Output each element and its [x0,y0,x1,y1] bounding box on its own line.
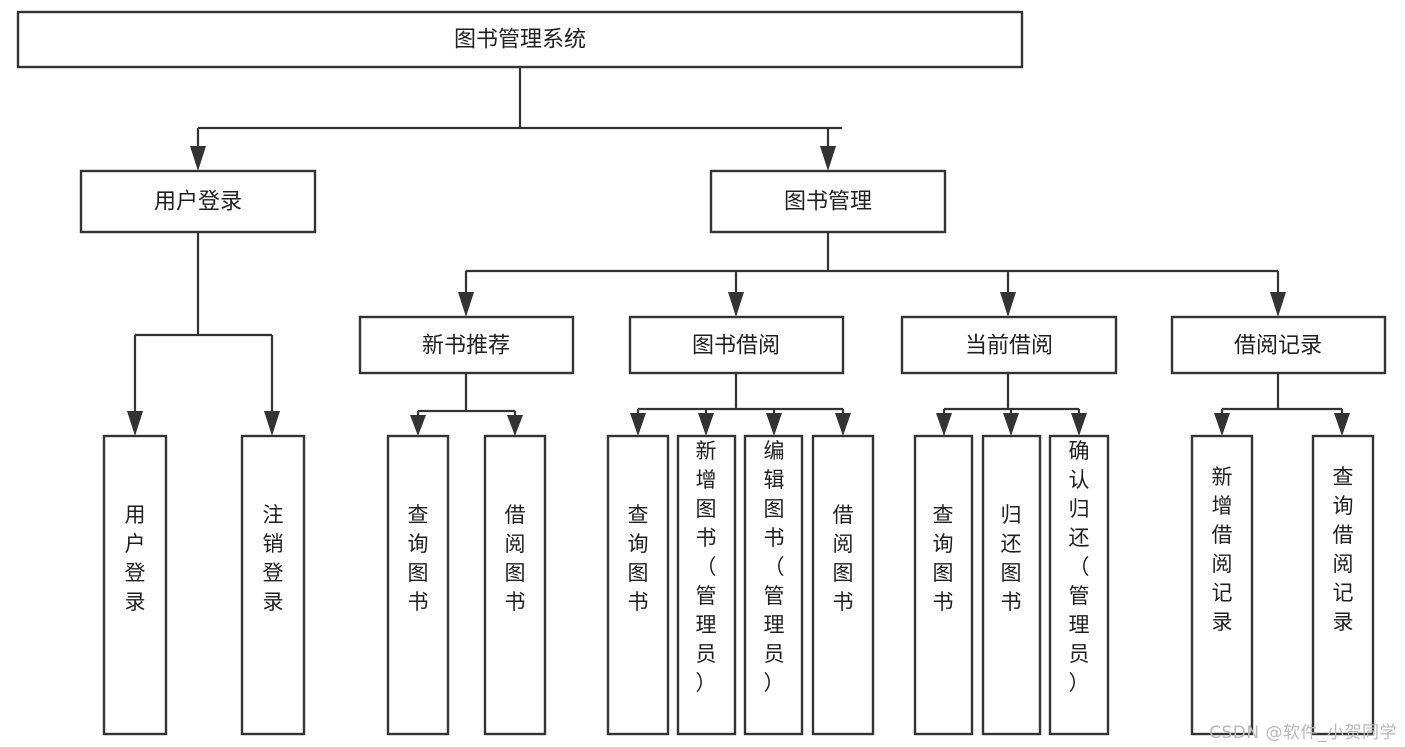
arrow-bookmgmt-records [1270,292,1286,317]
arrow-login-leaf2 [264,411,280,436]
node-login-box[interactable] [79,169,317,234]
node-borrow[interactable]: 图书借阅 [628,315,845,375]
node-leaf13-box[interactable] [1311,434,1375,736]
edge-group-login [127,232,280,436]
arrow-bookmgmt-current [1000,292,1016,317]
arrow-newbook-leaf4 [507,415,523,436]
node-records[interactable]: 借阅记录 [1170,315,1387,375]
node-leaf2-box[interactable] [240,434,306,736]
node-leaf12[interactable]: 新增借阅记录 [1190,434,1254,736]
node-leaf10[interactable]: 归还图书 [981,434,1042,736]
node-records-label: 借阅记录 [1234,334,1322,359]
node-leaf9-box[interactable] [913,434,974,736]
node-leaf12-label: 新增借阅记录 [1212,465,1233,634]
node-current-label: 当前借阅 [965,334,1053,359]
node-bookmgmt[interactable]: 图书管理 [709,169,947,234]
node-leaf8-box[interactable] [811,434,875,736]
node-leaf7[interactable]: 编辑图书（管理员） [743,434,804,736]
node-login[interactable]: 用户登录 [79,169,317,234]
node-leaf6[interactable]: 新增图书（管理员） [676,434,737,736]
node-root-label: 图书管理系统 [454,28,586,53]
edge-group-current [936,373,1087,436]
arrow-bookmgmt-borrow [728,292,744,317]
node-leaf9[interactable]: 查询图书 [913,434,974,736]
node-borrow-label: 图书借阅 [692,334,780,359]
edge-group-root [190,67,842,171]
node-leaf11[interactable]: 确认归还（管理员） [1048,434,1110,736]
node-leaf5-label: 查询图书 [628,503,649,614]
node-current[interactable]: 当前借阅 [900,315,1118,375]
arrow-root-to-bookmgmt [820,146,836,171]
node-leaf1-box[interactable] [102,434,168,736]
node-leaf13-label: 查询借阅记录 [1333,465,1354,634]
csdn-watermark: CSDN @软件_小贺同学 [1209,723,1397,743]
node-root[interactable]: 图书管理系统 [16,10,1024,69]
edge-group-borrow [630,373,851,436]
node-leaf11-label: 确认归还（管理员） [1069,439,1090,695]
edge-group-records [1214,373,1350,436]
node-leaf3-box[interactable] [386,434,450,736]
node-login-label: 用户登录 [154,190,242,215]
node-bookmgmt-box[interactable] [709,169,947,234]
node-leaf4-label: 借阅图书 [505,503,526,614]
edge-group-newbook [410,373,523,436]
node-leaf8-label: 借阅图书 [833,503,854,614]
node-leaf4-box[interactable] [483,434,547,736]
node-leaf7-box[interactable] [743,434,804,736]
arrow-borrow-leaf8 [835,413,851,436]
node-leaf3[interactable]: 查询图书 [386,434,450,736]
node-current-box[interactable] [900,315,1118,375]
node-leaf6-box[interactable] [676,434,737,736]
arrow-borrow-leaf5 [630,413,646,436]
arrow-records-leaf12 [1214,413,1230,436]
node-leaf2[interactable]: 注销登录 [240,434,306,736]
node-leaf10-label: 归还图书 [1001,503,1022,614]
node-leaf2-label: 注销登录 [263,503,284,614]
arrow-bookmgmt-newbook [458,292,474,317]
node-leaf7-label: 编辑图书（管理员） [764,439,785,695]
node-newbook[interactable]: 新书推荐 [358,315,575,375]
node-leaf8[interactable]: 借阅图书 [811,434,875,736]
node-borrow-box[interactable] [628,315,845,375]
node-newbook-label: 新书推荐 [422,334,510,359]
arrow-borrow-leaf7 [766,413,782,436]
node-leaf13[interactable]: 查询借阅记录 [1311,434,1375,736]
node-root-box[interactable] [16,10,1024,69]
edge-group-bookmgmt [458,232,1286,317]
node-leaf4[interactable]: 借阅图书 [483,434,547,736]
node-bookmgmt-label: 图书管理 [784,190,872,215]
arrow-root-to-login [190,146,206,171]
node-leaf6-label: 新增图书（管理员） [696,439,717,695]
arrow-current-leaf11 [1071,413,1087,436]
node-leaf1-label: 用户登录 [125,503,146,614]
node-newbook-box[interactable] [358,315,575,375]
arrow-newbook-leaf3 [410,415,426,436]
arrow-borrow-leaf6 [698,413,714,436]
node-leaf9-label: 查询图书 [933,503,954,614]
node-leaf11-box[interactable] [1048,434,1110,736]
arrow-records-leaf13 [1334,413,1350,436]
node-leaf1[interactable]: 用户登录 [102,434,168,736]
node-records-box[interactable] [1170,315,1387,375]
node-leaf5-box[interactable] [606,434,670,736]
node-leaf10-box[interactable] [981,434,1042,736]
node-leaf12-box[interactable] [1190,434,1254,736]
node-leaf3-label: 查询图书 [408,503,429,614]
node-leaf5[interactable]: 查询图书 [606,434,670,736]
arrow-login-leaf1 [127,411,143,436]
arrow-current-leaf10 [1003,413,1019,436]
arrow-current-leaf9 [936,413,952,436]
